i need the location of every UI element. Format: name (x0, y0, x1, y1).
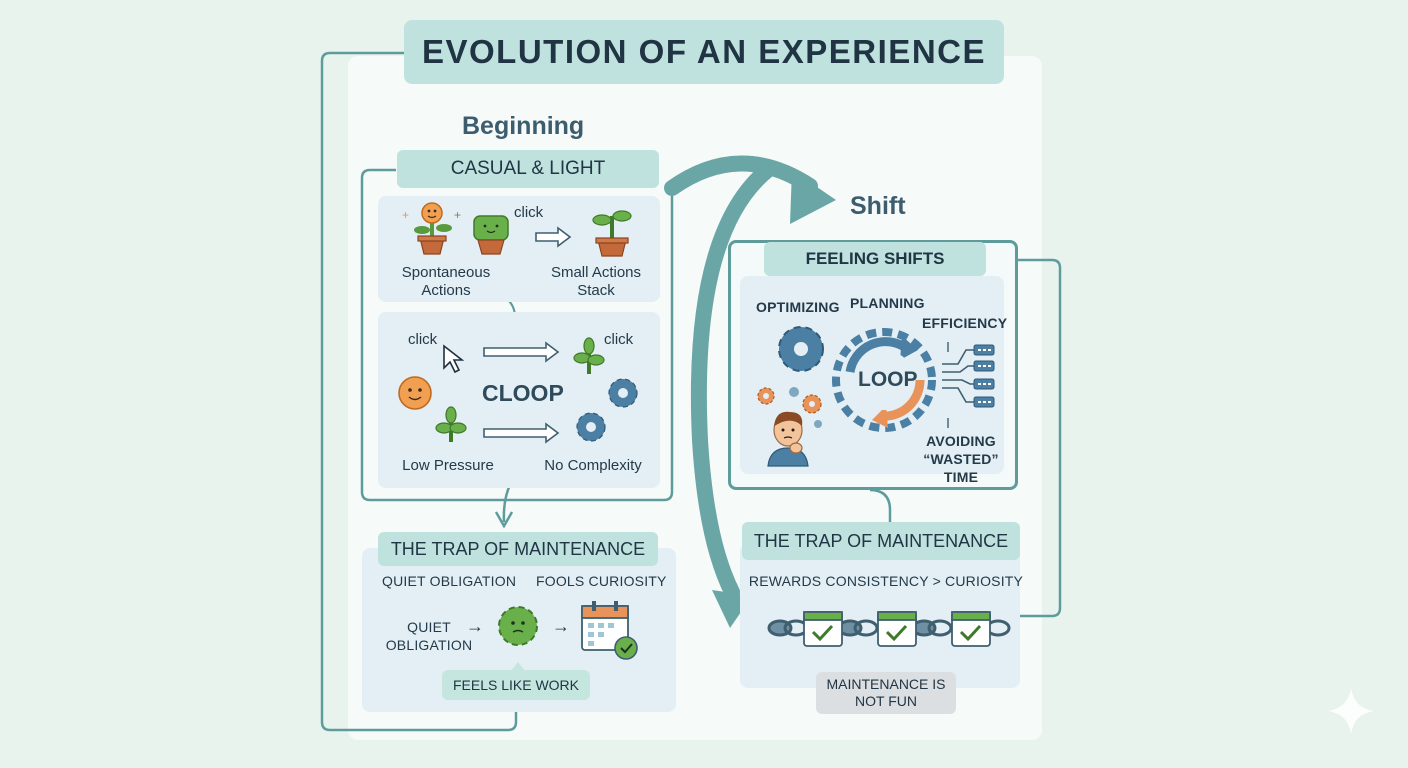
click-label-1: click (514, 204, 544, 221)
sparkle-icon: + (454, 208, 462, 222)
cursor-icon (443, 344, 465, 374)
sun-face-icon (398, 376, 432, 410)
sparkle-icon: + (402, 208, 410, 222)
sun-face-plant-icon (414, 202, 452, 255)
feeling-shifts-tag: FEELING SHIFTS (764, 242, 986, 276)
quiet-obligation-label: QUIET OBLIGATION (382, 573, 517, 589)
efficiency-flow-icon (942, 342, 995, 428)
click-label-2: click (408, 331, 438, 348)
no-complexity-label: No Complexity (544, 457, 642, 474)
loop-cycle-icon (832, 328, 936, 432)
pointer-triangle (510, 662, 526, 672)
small-actions-label: Small Actions Stack (550, 264, 642, 299)
spontaneous-actions-label: Spontaneous Actions (401, 264, 491, 299)
sad-gear-icon (498, 606, 538, 646)
arrow-icon (483, 341, 560, 363)
avoiding-wasted-time-label: AVOIDING “WASTED” TIME (923, 433, 999, 485)
bush-plant-icon (473, 215, 509, 255)
plant-pot-icon (592, 210, 632, 257)
trap-left-tag: THE TRAP OF MAINTENANCE (378, 532, 658, 566)
low-pressure-label: Low Pressure (402, 457, 494, 474)
loop-label: LOOP (858, 368, 918, 391)
sparkle-icon (1328, 688, 1374, 734)
trap-right-tag: THE TRAP OF MAINTENANCE (742, 522, 1020, 560)
small-gears-icon (757, 387, 822, 428)
shift-heading: Shift (850, 192, 906, 220)
sprout-icon (573, 337, 605, 374)
click-label-3: click (604, 331, 634, 348)
quiet-obligation-label-2: QUIET OBLIGATION (385, 619, 473, 653)
thinking-person-icon (767, 411, 809, 467)
chain-calendar-icon (767, 611, 1011, 647)
rewards-consistency-label: REWARDS CONSISTENCY > CURIOSITY (748, 573, 1024, 589)
arrow-icon (483, 422, 560, 444)
sprout-icon (435, 406, 467, 442)
arrow-icon: → (466, 616, 484, 636)
cloop-label: CLOOP (482, 380, 564, 406)
efficiency-label: EFFICIENCY (922, 315, 1008, 331)
arrow-icon (535, 226, 572, 248)
calendar-check-icon (581, 601, 638, 660)
page-title: EVOLUTION OF AN EXPERIENCE (404, 20, 1004, 84)
gear-icon (576, 412, 606, 442)
feels-like-work-badge: FEELS LIKE WORK (442, 670, 590, 700)
gear-icon (778, 326, 824, 372)
casual-light-tag: CASUAL & LIGHT (397, 150, 659, 188)
gear-icon (608, 378, 638, 408)
optimizing-label: OPTIMIZING (756, 299, 840, 315)
not-fun-badge: MAINTENANCE IS NOT FUN (816, 672, 956, 714)
beginning-heading: Beginning (462, 112, 585, 140)
arrow-icon: → (552, 616, 570, 636)
fools-curiosity-label: FOOLS CURIOSITY (536, 573, 667, 589)
planning-label: PLANNING (850, 295, 925, 311)
